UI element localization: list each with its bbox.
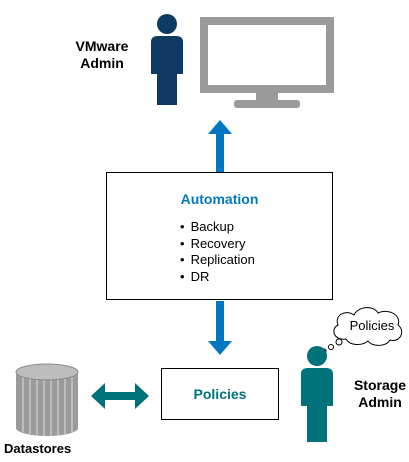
vmware-admin-person-icon [151,14,183,105]
automation-item-recovery: Recovery [180,236,255,253]
automation-item-replication: Replication [180,252,255,269]
arrow-down-to-policies-icon [208,301,232,355]
automation-item-backup: Backup [180,219,255,236]
automation-item-dr: DR [180,269,255,286]
storage-admin-label: Storage Admin [353,377,407,410]
automation-list: Backup Recovery Replication DR [180,219,255,285]
double-arrow-icon [91,383,149,409]
monitor-icon [200,17,334,108]
storage-admin-person-icon [301,346,333,442]
automation-box: Automation Backup Recovery Replication D… [106,172,333,300]
thought-text: Policies [349,318,395,333]
policies-box: Policies [161,368,279,420]
datastore-cylinder-icon [15,363,79,436]
automation-title: Automation [180,191,259,207]
datastores-label: Datastores [4,441,72,456]
policies-label: Policies [193,386,247,402]
vmware-admin-label: VMware Admin [75,38,129,71]
arrow-up-to-vmware-icon [208,120,232,174]
